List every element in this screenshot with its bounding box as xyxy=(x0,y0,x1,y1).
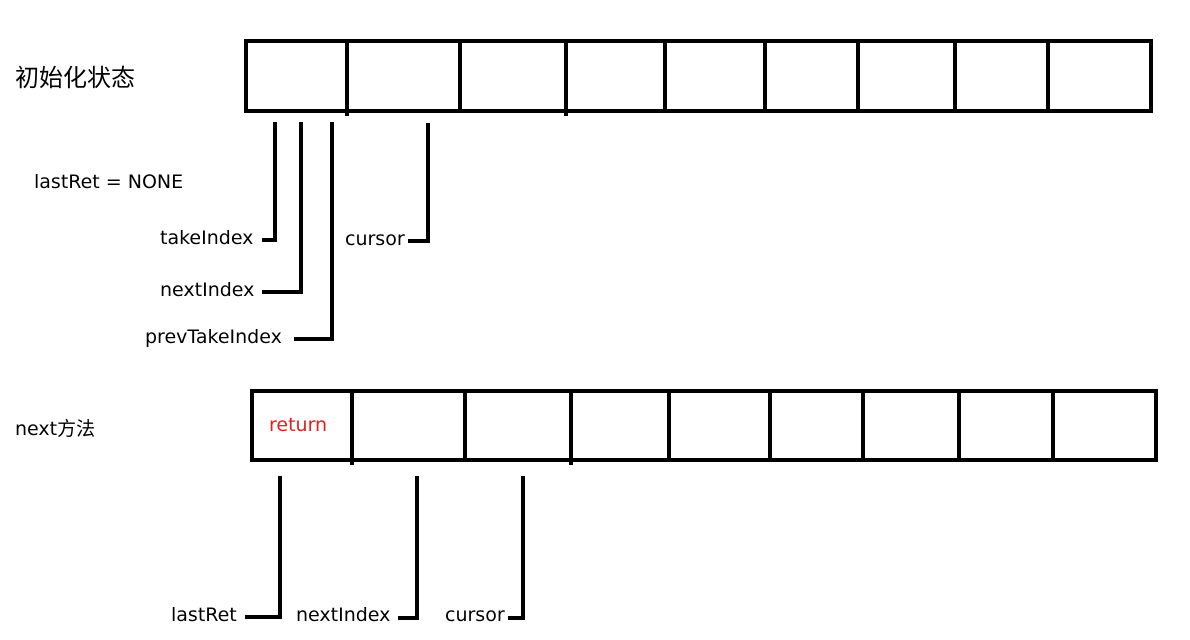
last-ret-pointer xyxy=(245,476,282,619)
section1-title: 初始化状态 xyxy=(15,64,135,92)
array-initial-state xyxy=(244,39,1153,116)
next-index-pointer-2 xyxy=(398,476,419,620)
next-index-label-1: nextIndex xyxy=(160,279,255,301)
array-next-outline xyxy=(250,389,1158,462)
next-index-label-2: nextIndex xyxy=(296,604,391,626)
cursor-label-2: cursor xyxy=(445,604,505,626)
last-ret-none-label: lastRet = NONE xyxy=(34,171,184,193)
take-index-pointer xyxy=(262,122,277,242)
section2-title: next方法 xyxy=(15,418,96,440)
cursor-label-1: cursor xyxy=(345,228,405,250)
prev-take-index-pointer xyxy=(294,122,334,341)
last-ret-label: lastRet xyxy=(171,604,237,626)
cursor-pointer-2 xyxy=(508,476,525,620)
array-initial-outline xyxy=(244,39,1153,113)
cursor-pointer-1 xyxy=(408,123,430,243)
next-index-pointer-1 xyxy=(262,122,303,294)
take-index-label: takeIndex xyxy=(160,227,254,249)
array-next-method xyxy=(250,389,1158,465)
return-cell-text: return xyxy=(269,414,328,436)
prev-take-index-label: prevTakeIndex xyxy=(145,326,282,348)
